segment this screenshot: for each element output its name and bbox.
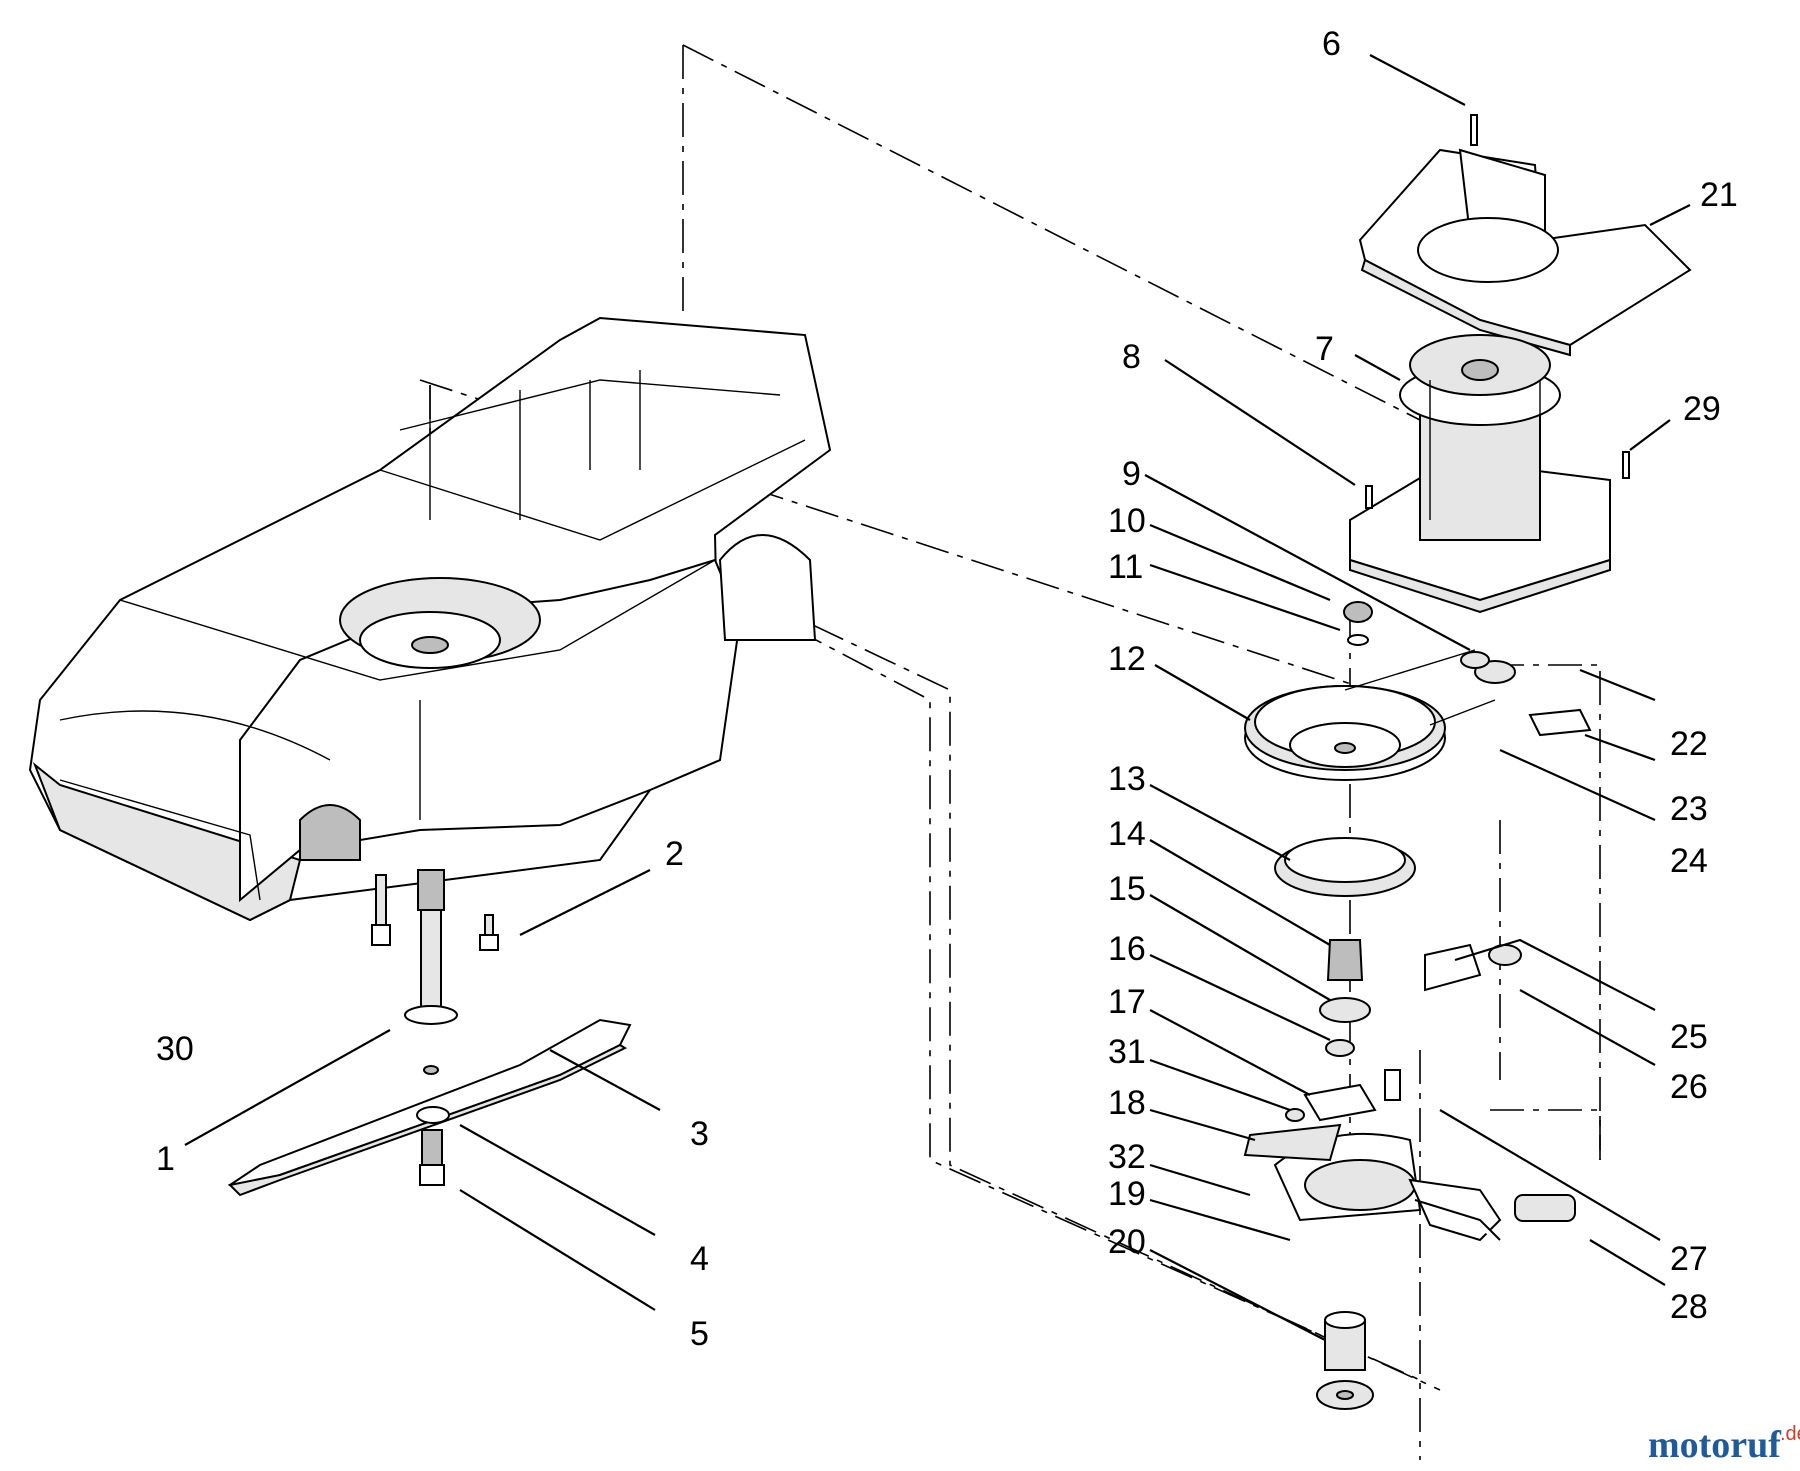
callout-30: 30 xyxy=(156,1030,194,1068)
callout-26: 26 xyxy=(1670,1068,1708,1106)
callout-32: 32 xyxy=(1108,1138,1146,1176)
callout-labels: 1 2 3 4 5 6 7 8 9 10 11 12 13 14 15 16 1… xyxy=(156,25,1738,1353)
motor-assembly xyxy=(1349,334,1630,614)
pulley-assembly xyxy=(1244,601,1592,1023)
callout-29: 29 xyxy=(1683,390,1721,428)
callout-23: 23 xyxy=(1670,790,1708,828)
callout-8: 8 xyxy=(1122,338,1141,376)
watermark-suffix: .de xyxy=(1780,1423,1800,1445)
callout-5: 5 xyxy=(690,1315,709,1353)
callout-11: 11 xyxy=(1108,548,1143,586)
callout-18: 18 xyxy=(1108,1084,1146,1122)
callout-31: 31 xyxy=(1108,1033,1146,1071)
callout-27: 27 xyxy=(1670,1240,1708,1278)
blade-spindle-group xyxy=(227,869,632,1197)
callout-4: 4 xyxy=(690,1240,709,1278)
callout-17: 17 xyxy=(1108,983,1146,1021)
callout-10: 10 xyxy=(1108,502,1146,540)
callout-20: 20 xyxy=(1108,1223,1146,1261)
callout-28: 28 xyxy=(1670,1288,1708,1326)
callout-1: 1 xyxy=(156,1140,175,1178)
assembly-dash-lines xyxy=(419,44,1601,1460)
lower-bracket-group xyxy=(1243,943,1576,1410)
callout-21: 21 xyxy=(1700,176,1738,214)
callout-22: 22 xyxy=(1670,725,1708,763)
callout-2: 2 xyxy=(665,835,684,873)
callout-3: 3 xyxy=(690,1115,709,1153)
callout-13: 13 xyxy=(1108,760,1146,798)
leader-lines xyxy=(184,54,1691,1341)
watermark-brand: motoruf xyxy=(1648,1424,1782,1466)
callout-16: 16 xyxy=(1108,930,1146,968)
callout-12: 12 xyxy=(1108,640,1146,678)
watermark-logo: motoruf .de xyxy=(1648,1423,1800,1466)
callout-19: 19 xyxy=(1108,1175,1146,1213)
callout-9: 9 xyxy=(1122,455,1141,493)
callout-24: 24 xyxy=(1670,842,1708,880)
motor-cover xyxy=(1358,114,1692,357)
callout-7: 7 xyxy=(1315,330,1334,368)
callout-14: 14 xyxy=(1108,815,1146,853)
mower-deck-housing xyxy=(28,316,832,922)
callout-6: 6 xyxy=(1322,25,1341,63)
callout-25: 25 xyxy=(1670,1018,1708,1056)
callout-15: 15 xyxy=(1108,870,1146,908)
